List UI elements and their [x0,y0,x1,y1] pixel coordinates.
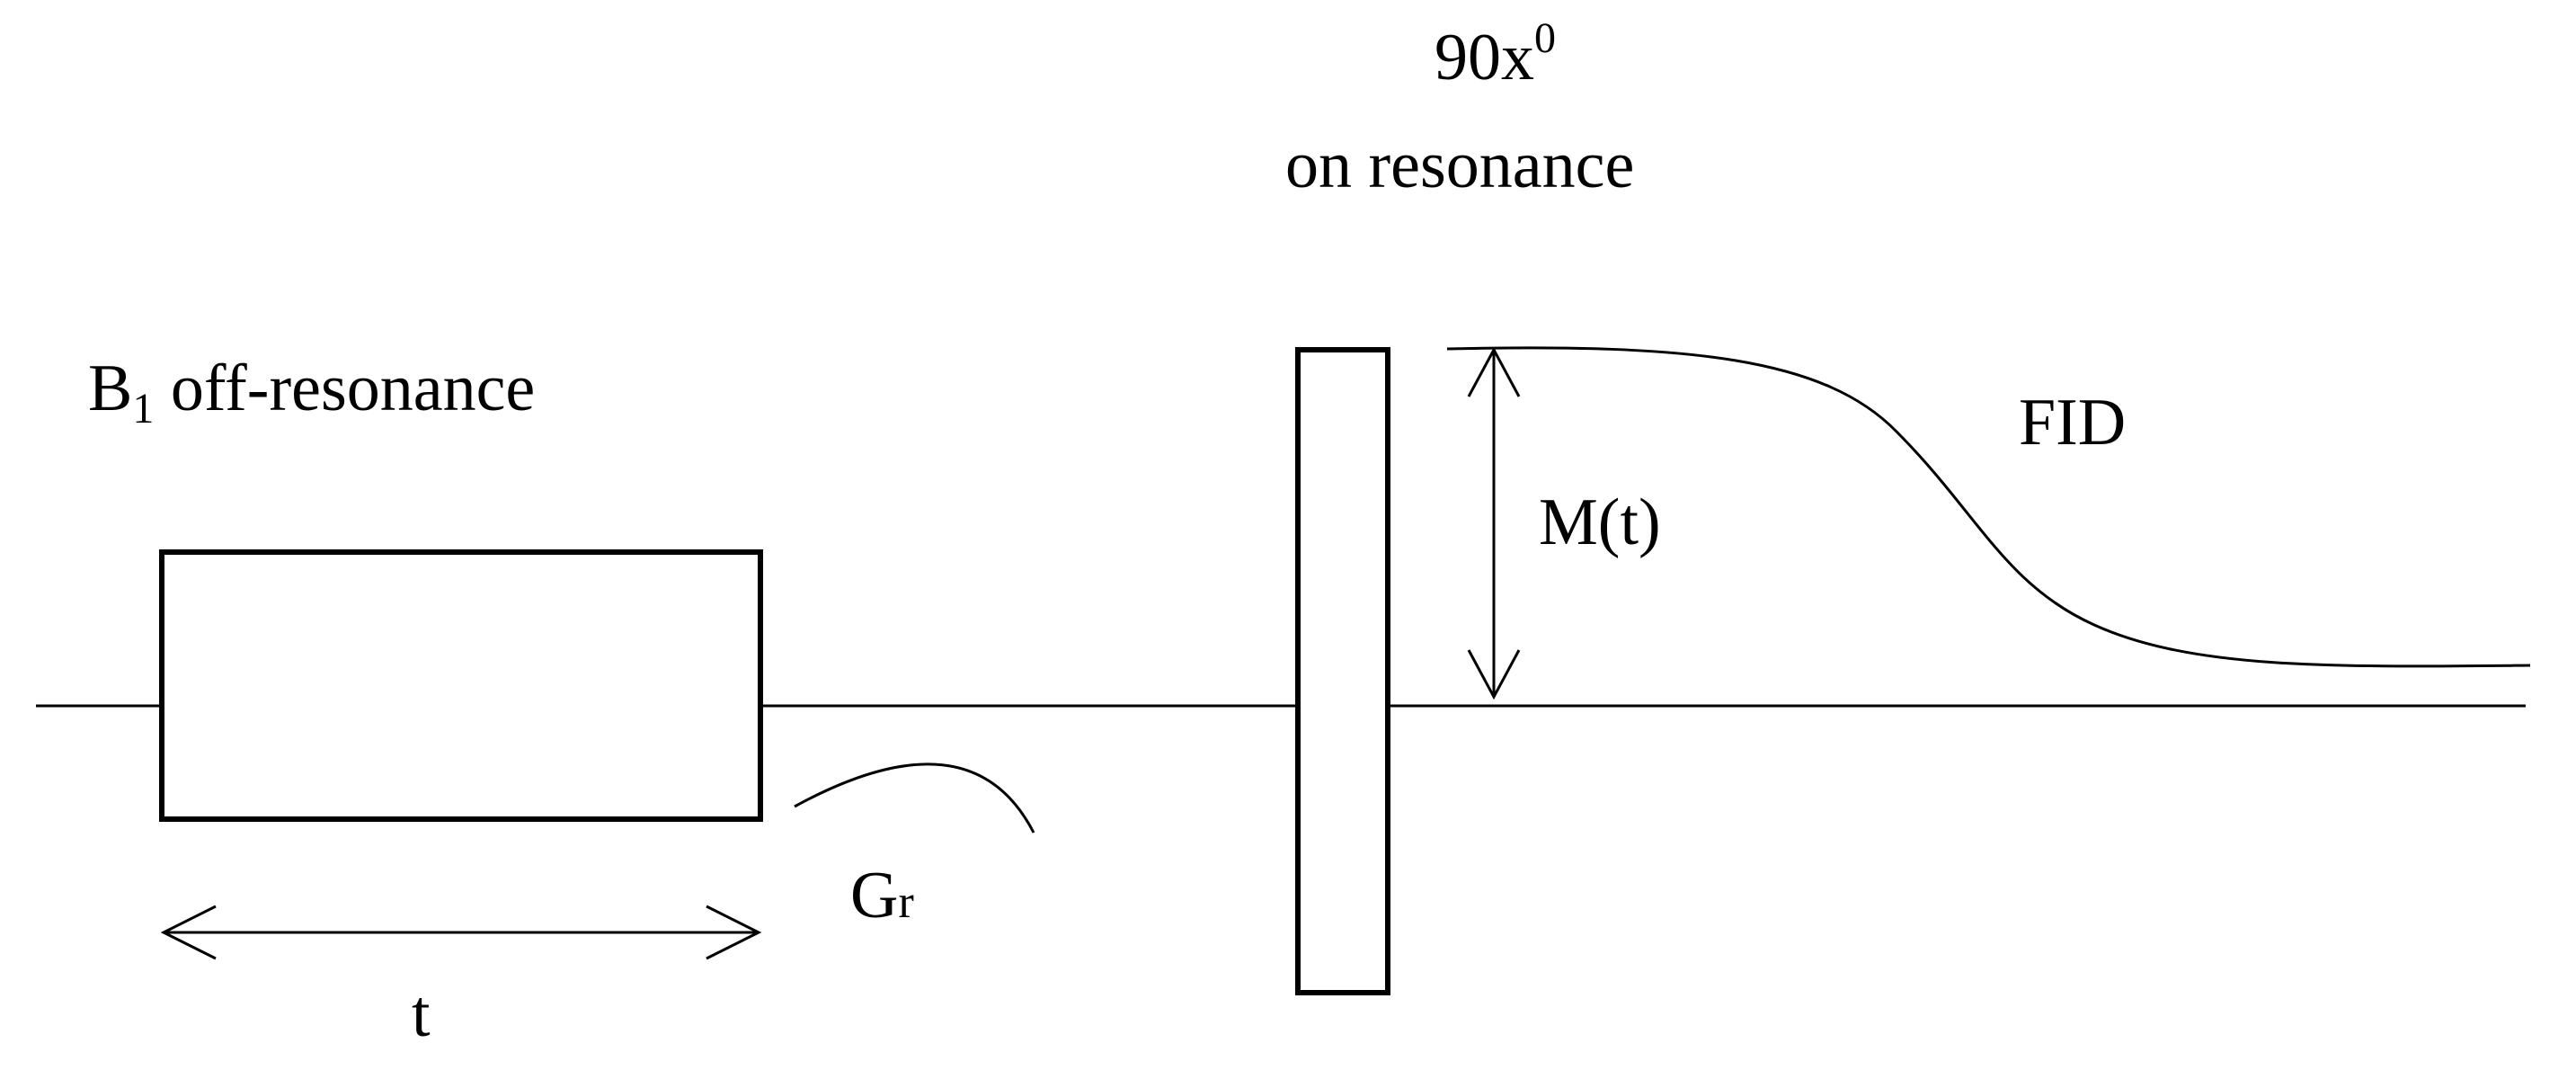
pulse-sublabel: on resonance [1285,129,1634,202]
fid-decay-curve [1446,346,2531,668]
fid-label: FID [2019,386,2126,459]
duration-arrow [160,905,762,960]
saturation-pulse-block [159,549,763,822]
gradient-lobe [794,762,1035,834]
magnetization-label: M(t) [1539,486,1661,559]
gradient-label: Gr [850,859,914,932]
b1-label: B1 off-resonance [88,352,535,432]
pulse-label: 90x0 [1435,14,1556,94]
duration-label: t [412,977,431,1051]
excitation-pulse-block [1295,347,1390,995]
magnetization-arrow [1467,346,1521,700]
